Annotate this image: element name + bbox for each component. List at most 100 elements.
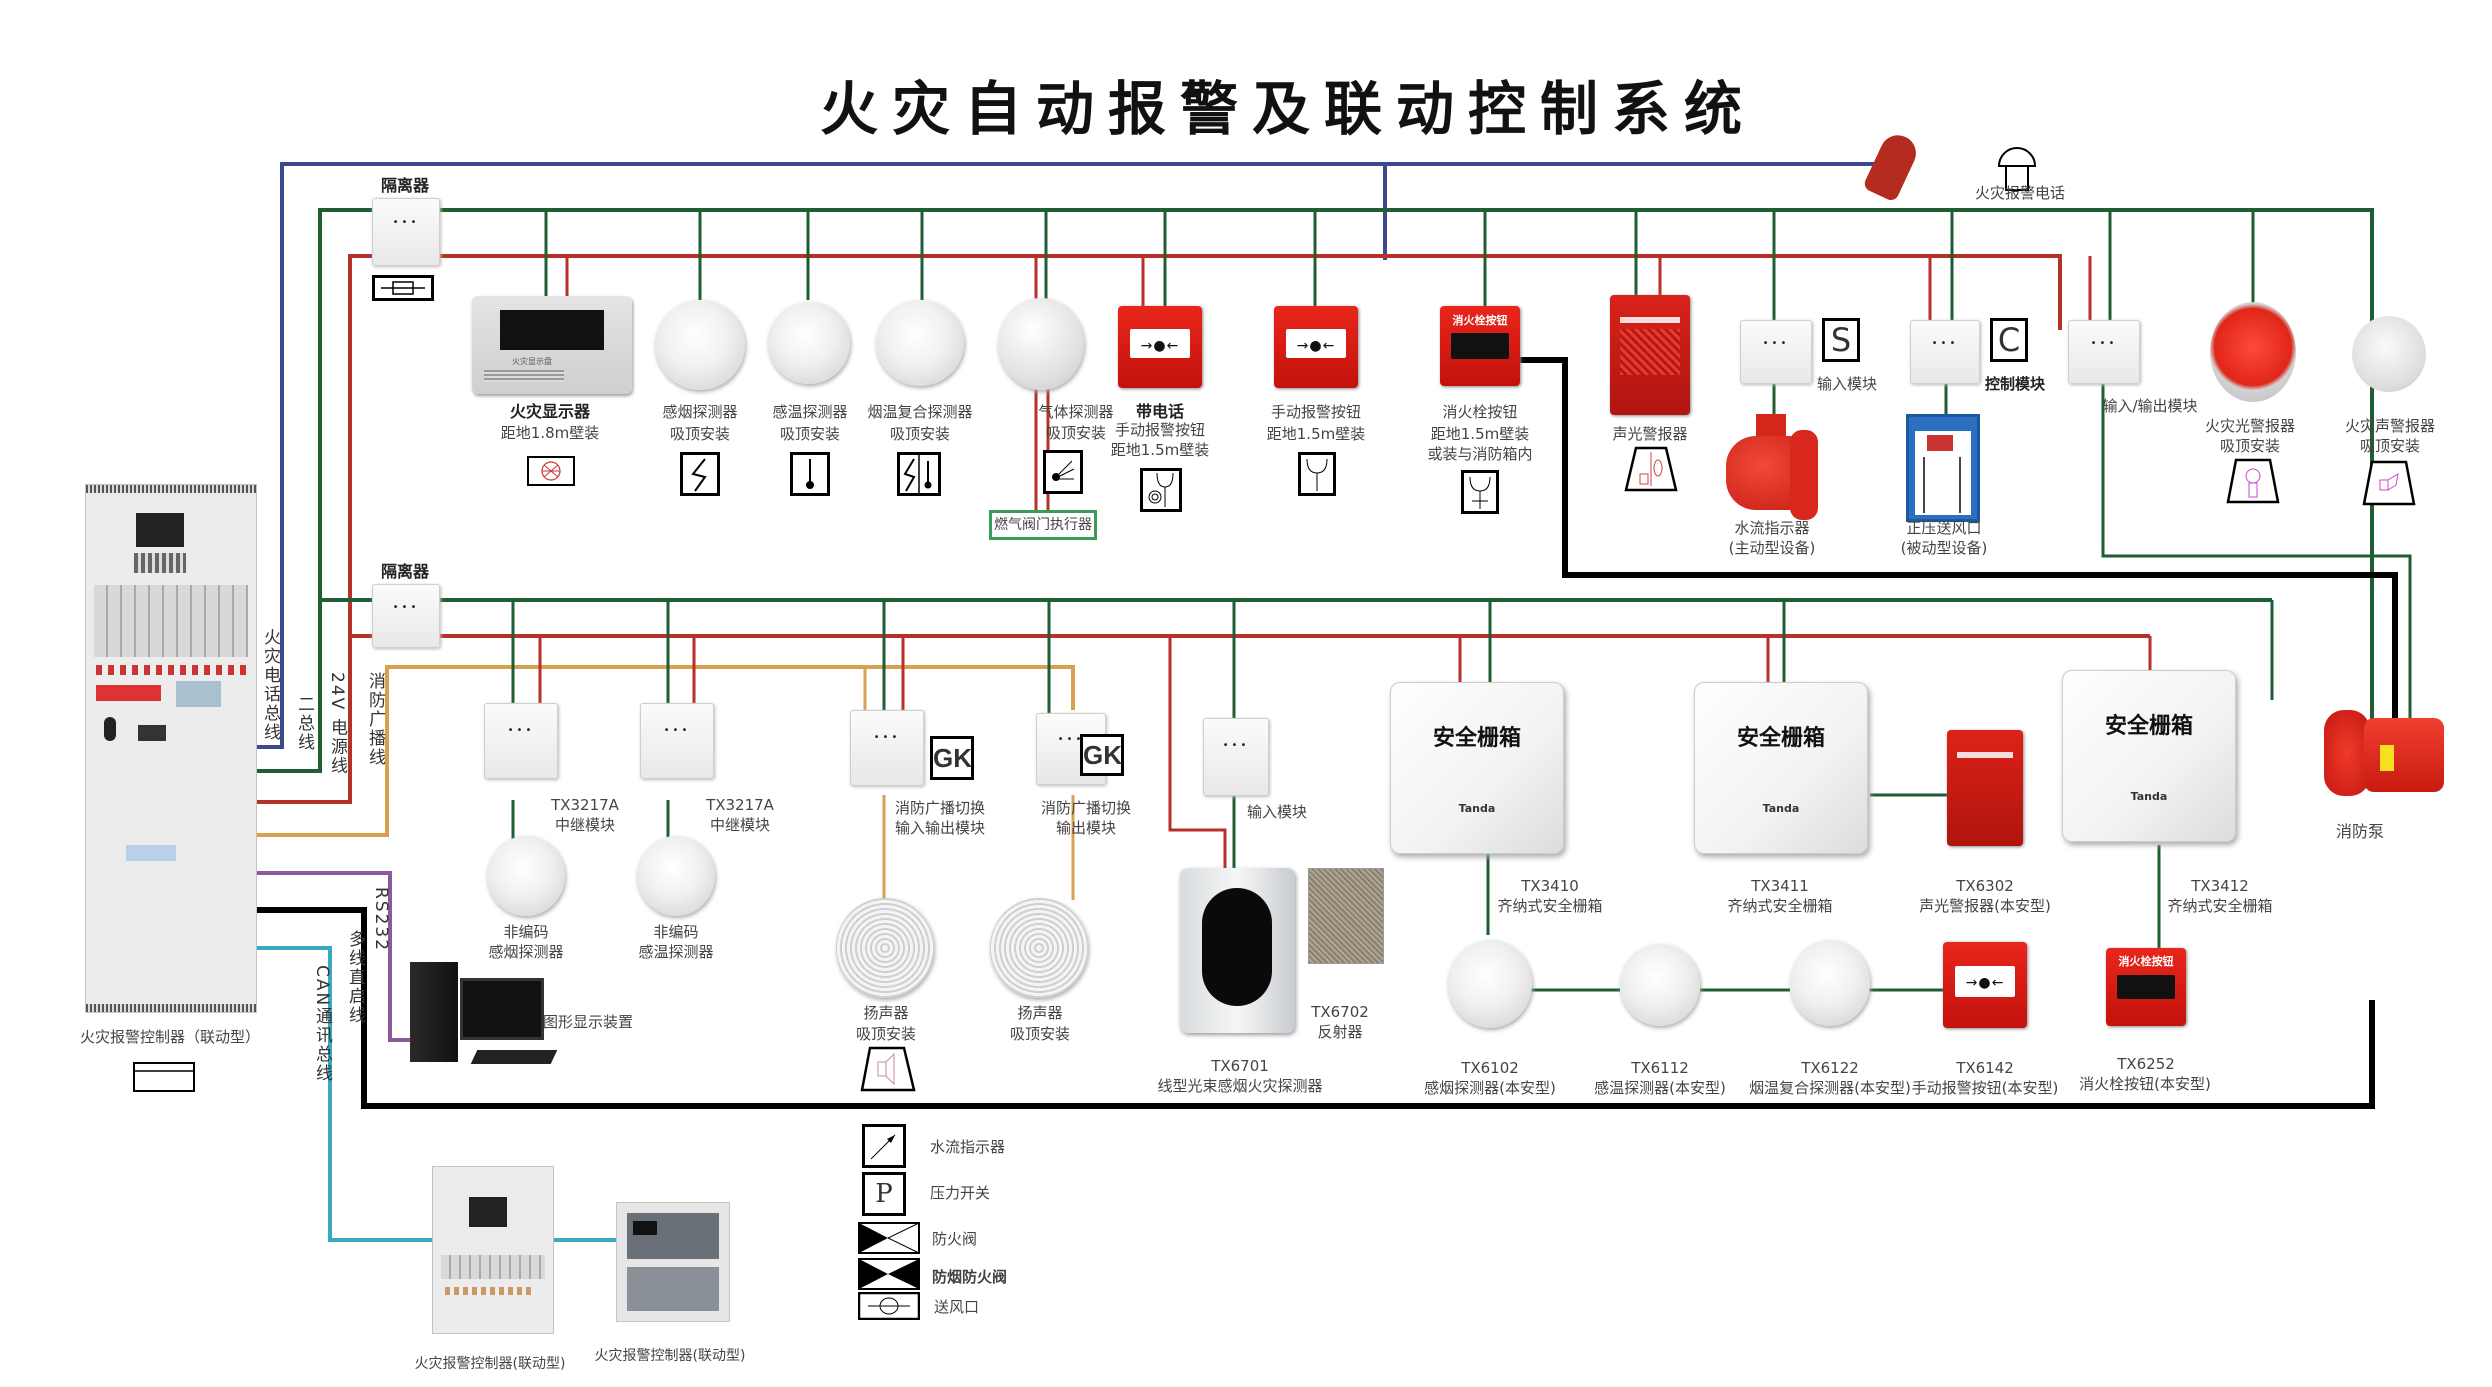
combo-detector-note: 吸顶安装 xyxy=(889,425,950,443)
reflector-name: 反射器 xyxy=(1317,1023,1363,1041)
display-symbol-icon xyxy=(527,456,575,486)
non-coded-heat-detector xyxy=(637,836,715,916)
control-module: ••• xyxy=(1910,320,1980,384)
speaker-1-note: 吸顶安装 xyxy=(855,1025,916,1043)
main-controller-label: 火灾报警控制器（联动型） xyxy=(79,1028,260,1046)
sub-controller-1 xyxy=(432,1166,554,1334)
light-alarm-label: 火灾光警报器 xyxy=(2204,417,2295,435)
water-flow-label: 水流指示器 xyxy=(1734,519,1810,537)
intrinsic-smoke-name: 感烟探测器(本安型) xyxy=(1424,1079,1556,1097)
intrinsic-heat-model: TX6112 xyxy=(1631,1059,1689,1077)
air-vent-label: 正压送风口 xyxy=(1906,519,1982,537)
main-fire-alarm-controller xyxy=(85,484,257,1013)
multiline-label: 多线直启线 xyxy=(345,930,365,1025)
phone-bus-label: 火灾电话总线 xyxy=(260,628,280,742)
intrinsic-button-name: 手动报警按钮(本安型) xyxy=(1911,1079,2059,1097)
relay-module-1-model: TX3217A xyxy=(551,796,619,814)
gk-symbol-1-icon: GK xyxy=(930,736,974,780)
graphic-display-label: 图形显示装置 xyxy=(542,1013,633,1031)
broadcast-io-label-1: 消防广播切换 xyxy=(894,799,985,817)
gas-detector-label: 气体探测器 xyxy=(1038,403,1114,421)
fire-display-label: 火灾显示器 xyxy=(509,402,590,421)
gas-detector-note: 吸顶安装 xyxy=(1045,424,1106,442)
gas-symbol-icon xyxy=(1043,450,1083,494)
phone-manual-button-note: 手动报警按钮 xyxy=(1114,421,1205,439)
air-vent-note: (被动型设备) xyxy=(1900,539,1988,557)
hydrant-symbol-icon xyxy=(1461,470,1499,514)
intrinsic-hydrant-model: TX6252 xyxy=(2117,1055,2175,1073)
intrinsic-hydrant-button: 消火栓按钮 xyxy=(2106,948,2186,1026)
microphone-icon xyxy=(104,717,116,741)
multiline-direct-line xyxy=(255,907,2375,1109)
heat-detector xyxy=(768,302,850,384)
sound-light-symbol-icon xyxy=(1624,446,1678,492)
intrinsic-1-model: TX6302 xyxy=(1956,877,2014,895)
barrier-1-model: TX3410 xyxy=(1521,877,1579,895)
light-alarm-note: 吸顶安装 xyxy=(2219,437,2280,455)
sound-alarm-symbol-icon xyxy=(2362,460,2416,506)
intrinsic-heat-name: 感温探测器(本安型) xyxy=(1594,1079,1726,1097)
legend-fire-damper-icon xyxy=(858,1222,920,1254)
intrinsic-button-model: TX6142 xyxy=(1956,1059,2014,1077)
intrinsic-1-name: 声光警报器(本安型) xyxy=(1919,897,2051,915)
ceiling-speaker-1 xyxy=(836,898,934,998)
smoke-detector-label: 感烟探测器 xyxy=(662,403,738,421)
beam-smoke-detector xyxy=(1180,868,1295,1033)
input-module: ••• xyxy=(1740,320,1812,384)
intrinsic-heat-detector xyxy=(1620,944,1700,1026)
sound-alarm-note: 吸顶安装 xyxy=(2359,437,2420,455)
beam-detector-model: TX6701 xyxy=(1211,1057,1269,1075)
phone-button-symbol-icon xyxy=(1140,468,1182,512)
relay-module-1-name: 中继模块 xyxy=(554,816,615,834)
reflector xyxy=(1308,868,1384,964)
fire-display-note: 距地1.8m壁装 xyxy=(500,424,600,442)
sound-light-alarm-label: 声光警报器 xyxy=(1612,425,1688,443)
input-module-2: ••• xyxy=(1203,718,1269,796)
broadcast-output-label-2: 输出模块 xyxy=(1055,819,1116,837)
manual-button-note: 距地1.5m壁装 xyxy=(1266,425,1366,443)
fire-light-alarm xyxy=(2210,302,2296,402)
non-coded-heat-label-2: 感温探测器 xyxy=(638,943,714,961)
relay-module-2: ••• xyxy=(640,703,714,779)
sub-controller-2 xyxy=(616,1202,730,1322)
phone-manual-button-label: 带电话 xyxy=(1135,402,1184,421)
power-24v-line xyxy=(255,254,2062,804)
control-symbol-icon: C xyxy=(1990,318,2028,362)
gas-valve-actuator-box xyxy=(989,510,1097,540)
fire-hydrant-button: 消火栓按钮 xyxy=(1440,306,1520,386)
input-symbol-icon: S xyxy=(1822,318,1860,362)
input-module-label: 输入模块 xyxy=(1816,375,1877,393)
fire-sound-alarm xyxy=(2352,316,2426,392)
controller-symbol-icon xyxy=(133,1062,195,1092)
relay-module-1: ••• xyxy=(484,703,558,779)
gk-symbol-2-icon: GK xyxy=(1080,734,1124,776)
smoke-heat-combo-detector xyxy=(876,300,964,386)
intrinsic-combo-name: 烟温复合探测器(本安型) xyxy=(1749,1079,1911,1097)
combo-detector-label: 烟温复合探测器 xyxy=(867,403,973,421)
relay-module-2-model: TX3217A xyxy=(706,796,774,814)
manual-button-symbol-icon xyxy=(1298,452,1336,496)
fuse-symbol-icon xyxy=(372,275,434,301)
legend-smoke-fire-damper-label: 防烟防火阀 xyxy=(932,1268,1008,1286)
legend-smoke-fire-damper-icon xyxy=(858,1258,920,1290)
diagram-title: 火灾自动报警及联动控制系统 xyxy=(820,75,1757,143)
intrinsic-combo-detector xyxy=(1790,940,1870,1026)
fire-phone-label: 火灾报警电话 xyxy=(1974,184,2065,202)
io-module-label: 输入/输出模块 xyxy=(2102,397,2198,415)
legend-pressure-switch-icon: P xyxy=(862,1172,906,1216)
intrinsic-hydrant-name: 消火栓按钮(本安型) xyxy=(2079,1075,2211,1093)
isolator-1-label: 隔离器 xyxy=(380,176,429,195)
smoke-symbol-icon xyxy=(680,452,720,496)
legend-pressure-switch-label: 压力开关 xyxy=(930,1184,991,1202)
ceiling-speaker-2 xyxy=(990,898,1088,998)
broadcast-label: 消防广播线 xyxy=(365,672,385,767)
rs232-line xyxy=(255,871,415,1042)
heat-detector-note: 吸顶安装 xyxy=(779,425,840,443)
phone-symbol-icon xyxy=(1997,147,2037,191)
broadcast-output-label-1: 消防广播切换 xyxy=(1040,799,1131,817)
graphic-display-computer xyxy=(410,958,560,1078)
